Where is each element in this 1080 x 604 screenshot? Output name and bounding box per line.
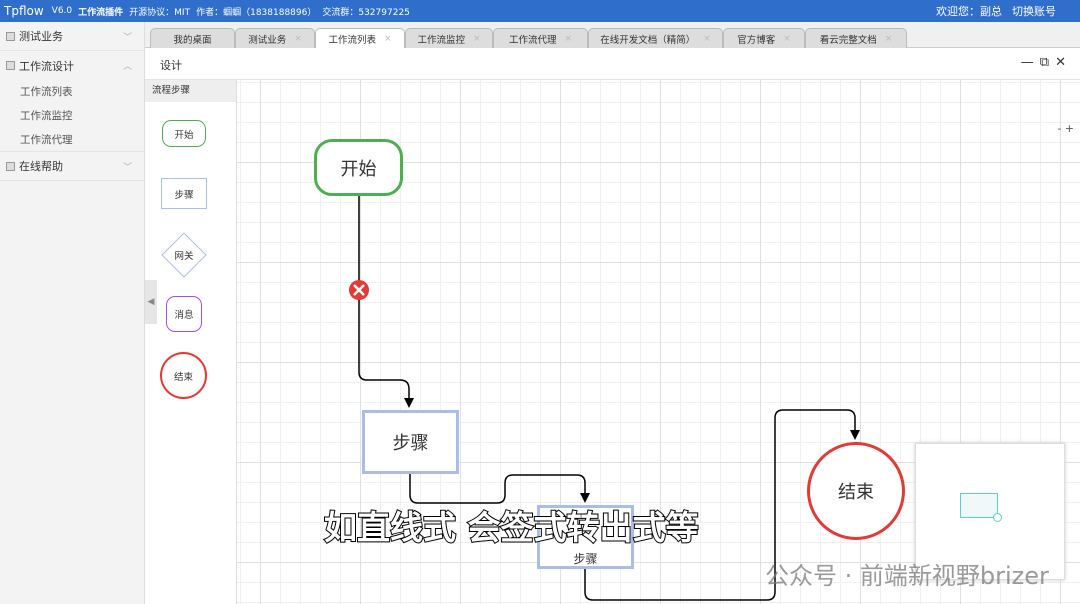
collapse-palette-button[interactable]: ◀ — [145, 280, 157, 324]
close-icon[interactable]: × — [294, 33, 302, 44]
close-icon[interactable]: × — [383, 34, 392, 44]
connector-step2-end — [584, 409, 860, 601]
chevron-down-icon: ﹀ — [122, 162, 132, 173]
version: V6.0 — [51, 6, 73, 16]
connector-step-step2 — [409, 473, 590, 504]
minimize-icon[interactable]: — — [1020, 55, 1040, 70]
switch-account-link[interactable]: 切换账号 — [1012, 5, 1056, 18]
step-palette: 流程步骤 开始 步骤 网关 消息 结束 — [145, 80, 237, 604]
sidebar-group-test[interactable]: 测试业务﹀ — [0, 22, 144, 51]
palette-step[interactable]: 步骤 — [161, 178, 207, 209]
delete-connector-icon — [349, 280, 369, 300]
folder-icon — [6, 161, 15, 171]
close-icon[interactable]: × — [472, 33, 481, 44]
sidebar-group-help[interactable]: 在线帮助﹀ — [0, 152, 144, 181]
start-node[interactable]: 开始 — [314, 139, 403, 196]
tab-dev-docs[interactable]: 在线开发文档（精简）× — [588, 28, 723, 48]
end-node[interactable]: 结束 — [807, 442, 905, 540]
zoom-controls[interactable]: - + — [1057, 122, 1074, 135]
tab-workflow-list[interactable]: 工作流列表× — [315, 28, 405, 49]
folder-icon — [6, 31, 15, 41]
palette-end[interactable]: 结束 — [160, 352, 207, 399]
palette-title: 流程步骤 — [145, 80, 236, 102]
sidebar-item-workflow-agent[interactable]: 工作流代理 — [0, 128, 144, 152]
plugin-title: 工作流插件 — [78, 7, 124, 18]
tab-blog[interactable]: 官方博客× — [723, 28, 805, 48]
tab-workflow-agent[interactable]: 工作流代理× — [493, 28, 588, 48]
author: 作者：蝈蝈（1838188896） — [196, 7, 317, 18]
tab-desktop[interactable]: 我的桌面 — [150, 28, 235, 48]
close-icon[interactable]: × — [703, 33, 711, 44]
folder-icon — [6, 61, 15, 70]
connector-start-step — [358, 195, 414, 408]
close-icon[interactable]: × — [884, 33, 893, 44]
tab-test[interactable]: 测试业务× — [235, 28, 315, 48]
sidebar-group-workflow-design[interactable]: 工作流设计︿ — [0, 51, 144, 80]
step-node-2[interactable]: 步骤 — [537, 505, 634, 569]
watermark: 公众号 · 前端新视野brizer — [765, 562, 1049, 590]
top-bar: Tpflow V6.0 工作流插件 开源协议：MIT 作者：蝈蝈（1838188… — [0, 0, 1080, 22]
chevron-down-icon: ﹀ — [122, 32, 132, 43]
panel-header: 设计 —⧉✕ — [145, 48, 1080, 80]
close-icon[interactable]: × — [564, 33, 573, 44]
video-subtitle: 如直线式 会签式转出式等 — [323, 508, 699, 547]
palette-message[interactable]: 消息 — [166, 296, 202, 332]
welcome-user: 欢迎您：副总 — [936, 5, 1002, 18]
minimap[interactable] — [915, 443, 1065, 580]
minimap-resize-handle[interactable] — [993, 513, 1002, 522]
palette-start[interactable]: 开始 — [162, 120, 206, 147]
close-icon[interactable]: ✕ — [1055, 55, 1072, 70]
tab-kancloud-docs[interactable]: 看云完整文档× — [805, 28, 907, 48]
chevron-up-icon: ︿ — [122, 62, 132, 72]
tab-workflow-monitor[interactable]: 工作流监控× — [405, 28, 493, 48]
sidebar: 测试业务﹀ 工作流设计︿ 工作流列表 工作流监控 工作流代理 在线帮助﹀ — [0, 22, 145, 604]
palette-gateway[interactable]: 网关 — [161, 232, 207, 278]
close-icon[interactable]: × — [783, 33, 791, 44]
panel-title: 设计 — [160, 59, 182, 72]
step-node[interactable]: 步骤 — [362, 410, 459, 474]
app-logo: Tpflow — [4, 4, 44, 18]
license: 开源协议：MIT — [129, 7, 191, 18]
tab-bar: 我的桌面 测试业务× 工作流列表× 工作流监控× 工作流代理× 在线开发文档（精… — [145, 22, 1080, 49]
sidebar-item-workflow-list[interactable]: 工作流列表 — [20, 86, 73, 98]
group: 交流群：532797225 — [322, 7, 410, 18]
sidebar-item-workflow-monitor[interactable]: 工作流监控 — [20, 110, 73, 122]
minimap-viewport[interactable] — [960, 493, 998, 518]
maximize-icon[interactable]: ⧉ — [1039, 55, 1056, 70]
